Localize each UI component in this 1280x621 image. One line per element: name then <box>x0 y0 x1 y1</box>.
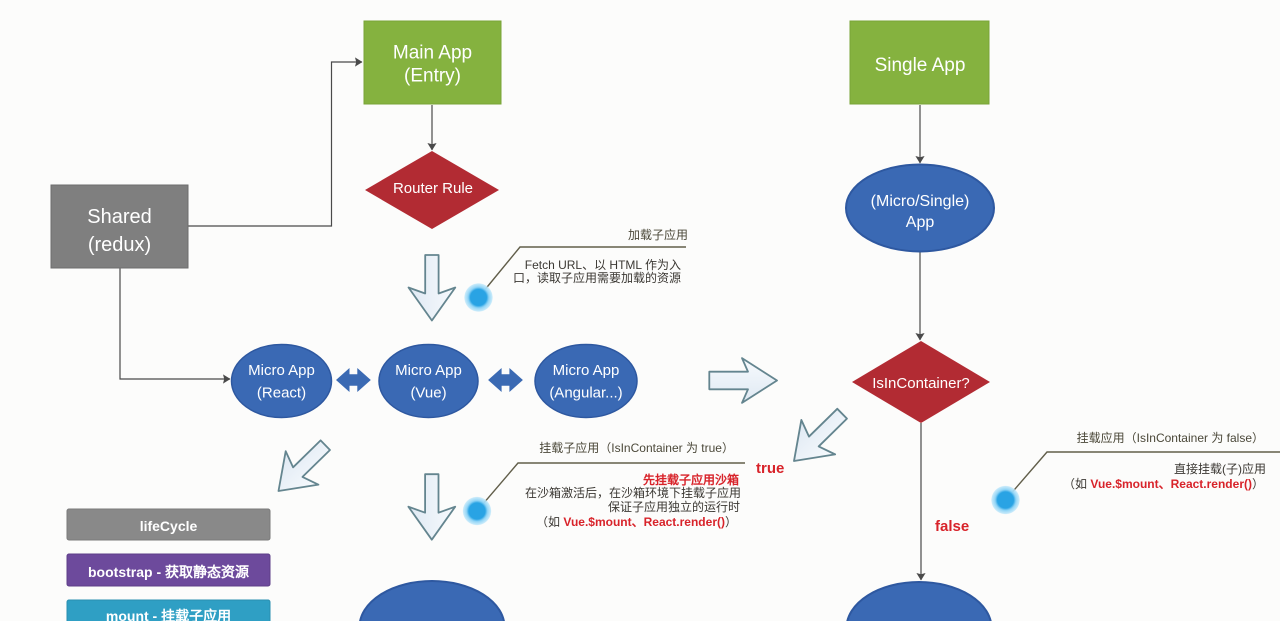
svg-text:mount - 挂载子应用: mount - 挂载子应用 <box>106 608 231 621</box>
svg-text:true: true <box>756 460 784 477</box>
svg-text:(redux): (redux) <box>88 234 151 256</box>
svg-text:(Vue): (Vue) <box>410 385 446 402</box>
svg-text:(React): (React) <box>257 385 306 402</box>
svg-text:直接挂载(子)应用: 直接挂载(子)应用 <box>1174 461 1266 476</box>
svg-text:Router Rule: Router Rule <box>393 180 473 197</box>
svg-text:Micro App: Micro App <box>248 362 315 379</box>
svg-text:bootstrap - 获取静态资源: bootstrap - 获取静态资源 <box>88 564 249 580</box>
svg-text:加载子应用: 加载子应用 <box>628 227 688 242</box>
svg-text:false: false <box>935 518 969 535</box>
svg-text:Main App: Main App <box>393 43 472 64</box>
svg-text:lifeCycle: lifeCycle <box>140 518 198 534</box>
svg-text:在沙箱激活后，在沙箱环境下挂载子应用: 在沙箱激活后，在沙箱环境下挂载子应用 <box>525 485 741 500</box>
svg-text:（如 Vue.$mount、React.render()）: （如 Vue.$mount、React.render()） <box>536 514 737 529</box>
svg-text:(Micro/Single): (Micro/Single) <box>871 193 970 210</box>
svg-text:App: App <box>906 214 935 231</box>
svg-text:IsInContainer?: IsInContainer? <box>872 375 970 392</box>
svg-text:Single App: Single App <box>875 55 966 76</box>
svg-text:（如 Vue.$mount、React.render()）: （如 Vue.$mount、React.render()） <box>1063 476 1264 491</box>
svg-text:Shared: Shared <box>87 206 152 228</box>
svg-text:Micro App: Micro App <box>553 362 620 379</box>
svg-text:保证子应用独立的运行时: 保证子应用独立的运行时 <box>608 499 740 514</box>
svg-text:挂载应用（IsInContainer 为 false）: 挂载应用（IsInContainer 为 false） <box>1077 430 1264 445</box>
svg-text:先挂载子应用沙箱: 先挂载子应用沙箱 <box>643 472 739 487</box>
svg-text:(Entry): (Entry) <box>404 66 461 87</box>
svg-text:Micro App: Micro App <box>395 362 462 379</box>
svg-text:Fetch URL、以 HTML 作为入: Fetch URL、以 HTML 作为入 <box>525 258 681 272</box>
svg-text:挂载子应用（IsInContainer 为 true）: 挂载子应用（IsInContainer 为 true） <box>539 440 734 455</box>
svg-text:口，读取子应用需要加载的资源: 口，读取子应用需要加载的资源 <box>513 270 681 285</box>
svg-text:(Angular...): (Angular...) <box>549 385 622 402</box>
